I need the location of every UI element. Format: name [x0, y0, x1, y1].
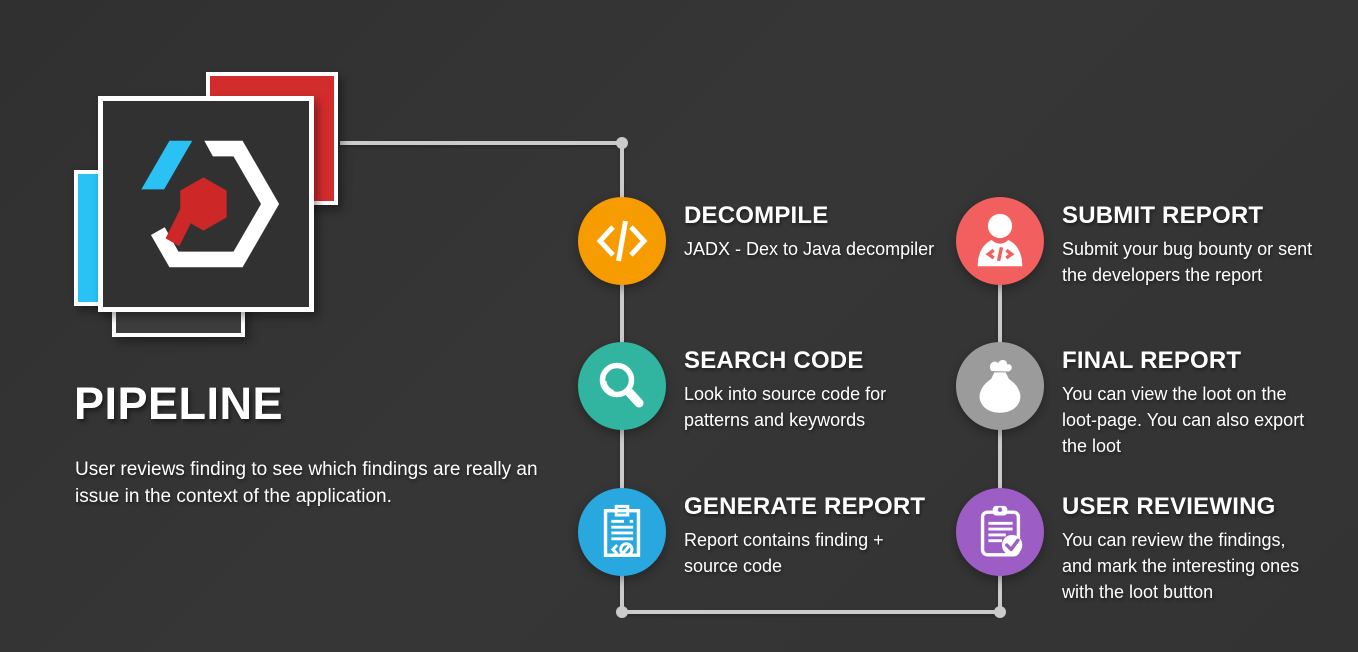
- step-submit-report: SUBMIT REPORT Submit your bug bounty or …: [956, 197, 1312, 288]
- money-bag-icon: [979, 359, 1021, 413]
- step-search-code: SEARCH CODE Look into source code for pa…: [578, 342, 886, 433]
- step-description: You can view the loot on the loot-page. …: [1062, 384, 1305, 456]
- search-code-circle: [578, 342, 666, 430]
- search-icon: [599, 362, 644, 408]
- step-description: Submit your bug bounty or sent the devel…: [1062, 239, 1313, 285]
- step-description: Look into source code for patterns and k…: [684, 384, 887, 430]
- person-code-icon: [977, 213, 1023, 267]
- step-title: SEARCH CODE: [684, 347, 864, 374]
- app-logo: [98, 96, 314, 312]
- hexagon-code-logo-icon: [141, 140, 280, 268]
- step-decompile: DECOMPILE JADX - Dex to Java decompiler: [578, 197, 934, 285]
- connector-dot-bottom-left: [616, 606, 628, 618]
- step-generate-report: GENERATE REPORT Report contains finding …: [578, 488, 925, 579]
- final-report-circle: [956, 342, 1044, 430]
- step-final-report: FINAL REPORT You can view the loot on th…: [956, 342, 1304, 459]
- connector-bottom-horizontal: [620, 610, 1004, 614]
- step-description: JADX - Dex to Java decompiler: [684, 239, 935, 259]
- submit-report-circle: [956, 197, 1044, 285]
- step-description: Report contains finding + source code: [684, 530, 884, 576]
- step-title: DECOMPILE: [684, 202, 829, 229]
- page-subtitle: User reviews finding to see which findin…: [75, 459, 538, 507]
- step-title: FINAL REPORT: [1062, 347, 1242, 374]
- step-title: USER REVIEWING: [1062, 493, 1276, 520]
- page-title: PIPELINE: [74, 378, 284, 430]
- step-description: You can review the findings, and mark th…: [1062, 530, 1300, 602]
- report-code-icon: [603, 504, 641, 557]
- connector-dot-bottom-right: [994, 606, 1006, 618]
- generate-report-circle: [578, 488, 666, 576]
- connector-dot-top: [616, 137, 628, 149]
- step-title: SUBMIT REPORT: [1062, 202, 1264, 229]
- connector-top-horizontal: [340, 141, 622, 145]
- clipboard-check-icon: [980, 505, 1023, 557]
- code-icon: [596, 220, 648, 262]
- step-user-reviewing: USER REVIEWING You can review the findin…: [956, 488, 1299, 605]
- step-title: GENERATE REPORT: [684, 493, 926, 520]
- user-reviewing-circle: [956, 488, 1044, 576]
- decompile-circle: [578, 197, 666, 285]
